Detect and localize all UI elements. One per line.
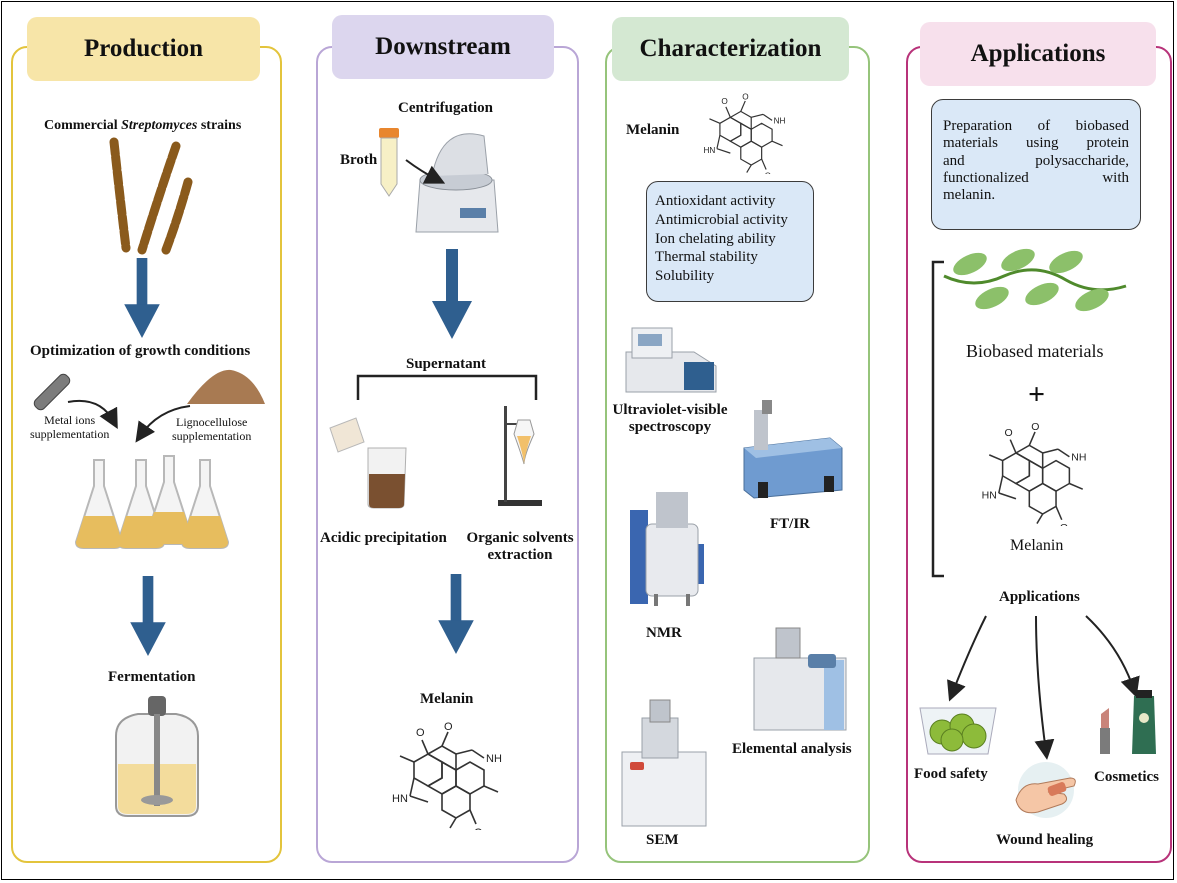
applications-bracket — [931, 260, 944, 578]
ftir-label: FT/IR — [770, 516, 811, 532]
strains-label: Commercial Streptomyces strains — [44, 118, 242, 133]
applications-label: Applications — [999, 589, 1080, 605]
plus-sign: + — [1028, 378, 1046, 411]
metal-ions-label: Metal ions supplementation — [30, 413, 110, 441]
downstream-arrow-2 — [438, 574, 474, 654]
applications-melanin-structure — [980, 421, 1088, 526]
wound-healing-illustration — [1015, 762, 1076, 818]
production-arrow-1 — [124, 258, 160, 338]
wound-healing-label: Wound healing — [996, 832, 1094, 848]
downstream-melanin-label: Melanin — [420, 691, 474, 707]
streptomyces-illustration — [109, 137, 193, 255]
downstream-arrow-1 — [432, 249, 472, 339]
separatory-funnel-illustration — [498, 406, 542, 506]
characterization-header: Characterization — [612, 17, 849, 81]
uv-vis-spectrometer-illustration — [625, 327, 717, 393]
supplement-arrows — [67, 400, 191, 443]
centrifuge-illustration — [405, 133, 499, 233]
uv-vis-label: Ultraviolet-visible spectroscopy — [612, 402, 728, 436]
characterization-melanin-structure — [702, 92, 787, 174]
apples-container-illustration — [919, 707, 997, 755]
production-arrow-2 — [130, 576, 166, 656]
description-text: Preparation of biobased materials using … — [943, 118, 1129, 203]
fermentation-label: Fermentation — [108, 669, 196, 685]
downstream-title: Downstream — [375, 33, 511, 60]
sem-illustration — [621, 699, 707, 827]
downstream-melanin-structure — [391, 720, 503, 830]
ftir-illustration — [743, 400, 843, 499]
falcon-tube-icon — [379, 128, 399, 197]
acidic-precipitation-label: Acidic precipitation — [320, 530, 447, 546]
broth-label: Broth — [340, 152, 378, 168]
characterization-melanin-label: Melanin — [626, 122, 680, 138]
elemental-analysis-label: Elemental analysis — [732, 741, 852, 757]
applications-melanin-label: Melanin — [1010, 537, 1064, 554]
production-title: Production — [84, 35, 203, 62]
supernatant-label: Supernatant — [406, 356, 487, 372]
centrifugation-label: Centrifugation — [398, 100, 493, 116]
test-tube-icon — [33, 373, 71, 411]
biobased-materials-label: Biobased materials — [966, 341, 1104, 361]
applications-title: Applications — [970, 40, 1106, 67]
applications-arrows — [947, 615, 1140, 760]
nmr-illustration — [630, 492, 704, 606]
bioreactor-illustration — [115, 696, 199, 817]
cosmetics-illustration — [1100, 690, 1156, 754]
organic-solvents-label: Organic solvents extraction — [466, 530, 574, 564]
properties-list: Antioxidant activity Antimicrobial activ… — [655, 193, 788, 284]
downstream-header: Downstream — [332, 15, 554, 79]
production-header: Production — [27, 17, 260, 81]
elemental-analyzer-illustration — [753, 627, 847, 731]
leaves-illustration — [943, 248, 1127, 312]
supernatant-bracket — [356, 374, 538, 400]
flasks-illustration — [74, 455, 230, 549]
properties-box: Antioxidant activity Antimicrobial activ… — [646, 181, 814, 302]
food-safety-label: Food safety — [914, 766, 988, 782]
description-box: Preparation of biobased materials using … — [931, 99, 1141, 230]
characterization-title: Characterization — [639, 35, 822, 62]
nmr-label: NMR — [646, 625, 682, 641]
applications-header: Applications — [920, 22, 1156, 86]
sem-label: SEM — [646, 832, 679, 848]
lignocellulose-pile-icon — [187, 369, 265, 404]
optimization-label: Optimization of growth conditions — [30, 343, 251, 359]
lignocellulose-label: Lignocellulose supplementation — [172, 415, 252, 443]
cosmetics-label: Cosmetics — [1094, 769, 1159, 785]
beaker-illustration — [329, 417, 407, 509]
